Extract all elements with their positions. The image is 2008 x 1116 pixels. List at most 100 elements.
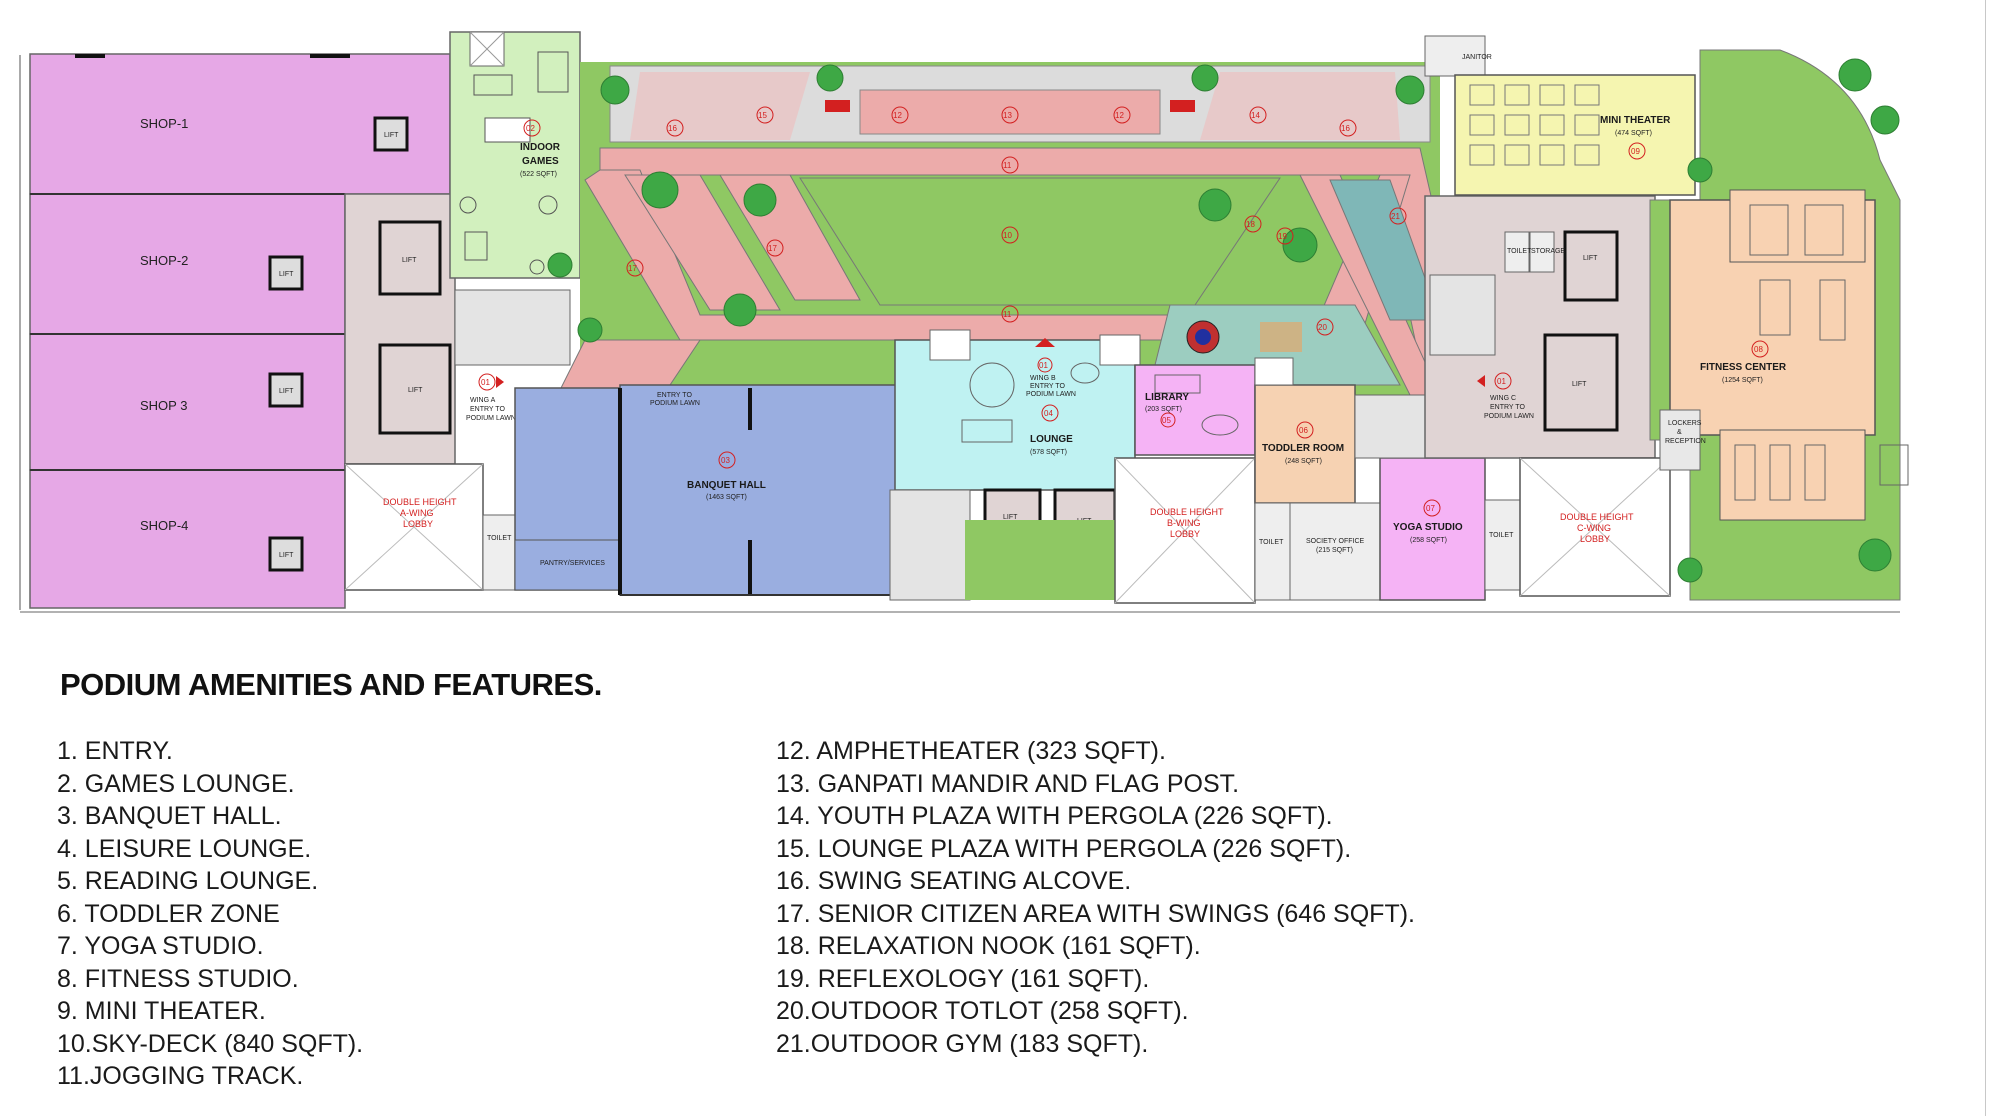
c-core-toilet: TOILET bbox=[1507, 248, 1532, 255]
library-num: 05 bbox=[1162, 416, 1171, 425]
track-num-1: 11 bbox=[1003, 161, 1012, 170]
track-num-2: 11 bbox=[1003, 310, 1012, 319]
banquet-entry-1: ENTRY TO bbox=[657, 392, 692, 399]
legend-item: 14. YOUTH PLAZA WITH PERGOLA (226 SQFT). bbox=[776, 802, 1333, 830]
theater-area: (474 SQFT) bbox=[1615, 130, 1652, 137]
shop-3-label: SHOP 3 bbox=[140, 398, 187, 413]
shop2-lift-label: LIFT bbox=[279, 271, 294, 278]
shop-2-label: SHOP-2 bbox=[140, 253, 188, 268]
wing-a-entry-1: WING A bbox=[470, 397, 496, 404]
youth-num: 14 bbox=[1251, 111, 1260, 120]
banquet-hall: PANTRY/SERVICES 03 BANQUET HALL (1463 SQ… bbox=[514, 384, 931, 596]
indoor-games-name-1: INDOOR bbox=[520, 142, 561, 153]
page-border bbox=[1985, 0, 1986, 1116]
legend-item: 11.JOGGING TRACK. bbox=[57, 1062, 304, 1090]
shop-1-label: SHOP-1 bbox=[140, 116, 188, 131]
theater-name: MINI THEATER bbox=[1600, 115, 1671, 126]
library-room: LIBRARY (203 SQFT) 05 bbox=[1134, 364, 1256, 456]
society-office: TOILET SOCIETY OFFICE (215 SQFT) bbox=[1254, 502, 1381, 601]
theater-num: 09 bbox=[1631, 147, 1640, 156]
lounge-area: (578 SQFT) bbox=[1030, 449, 1067, 456]
toddler-num: 06 bbox=[1299, 426, 1308, 435]
wing-c-entry-num: 01 bbox=[1497, 377, 1506, 386]
shop4-lift-label: LIFT bbox=[279, 552, 294, 559]
janitor-label: JANITOR bbox=[1462, 54, 1492, 61]
legend-item: 4. LEISURE LOUNGE. bbox=[57, 834, 312, 863]
mini-theater: JANITOR MINI THEATER (474 SQFT) 09 bbox=[1424, 35, 1696, 196]
legend-item: 3. BANQUET HALL. bbox=[57, 802, 282, 830]
c-wing-lobby-2: C-WING bbox=[1577, 523, 1611, 533]
legend-item: 5. READING LOUNGE. bbox=[57, 867, 319, 895]
gym-num: 21 bbox=[1391, 212, 1400, 221]
c-wing-lobby-1: DOUBLE HEIGHT bbox=[1560, 512, 1634, 522]
legend-item: 9. MINI THEATER. bbox=[57, 997, 266, 1025]
a-wing-lobby-3: LOBBY bbox=[403, 519, 433, 529]
c-core-lift-1: LIFT bbox=[1583, 255, 1598, 262]
legend-item: 1. ENTRY. bbox=[57, 737, 173, 765]
wing-a-entry-3: PODIUM LAWN bbox=[466, 415, 516, 422]
nook-num: 18 bbox=[1246, 220, 1255, 229]
legend-item: 20.OUTDOOR TOTLOT (258 SQFT). bbox=[776, 997, 1189, 1025]
wing-c-entry-1: WING C bbox=[1490, 395, 1516, 402]
banquet-num: 03 bbox=[721, 456, 730, 465]
legend-item: 6. TODDLER ZONE bbox=[57, 899, 280, 928]
lounge-room: 01 WING B ENTRY TO PODIUM LAWN 04 LOUNGE… bbox=[894, 329, 1141, 491]
legend-item: 18. RELAXATION NOOK (161 SQFT). bbox=[776, 932, 1201, 960]
swing-num-2: 16 bbox=[1341, 124, 1350, 133]
lockers-2: & bbox=[1677, 429, 1682, 436]
c-wing-lobby-3: LOBBY bbox=[1580, 534, 1610, 544]
banquet-name: BANQUET HALL bbox=[687, 480, 766, 491]
lounge-name: LOUNGE bbox=[1030, 434, 1073, 445]
b-wing-lobby-3: LOBBY bbox=[1170, 529, 1200, 539]
fitness-num: 08 bbox=[1754, 345, 1763, 354]
indoor-games-area: (522 SQFT) bbox=[520, 171, 557, 178]
totlot-num: 20 bbox=[1318, 323, 1327, 332]
a-wing-toilet: TOILET bbox=[487, 535, 512, 542]
indoor-games-name-2: GAMES bbox=[522, 156, 559, 167]
toddler-name: TODDLER ROOM bbox=[1262, 443, 1344, 454]
legend-item: 17. SENIOR CITIZEN AREA WITH SWINGS (646… bbox=[776, 899, 1415, 928]
library-area: (203 SQFT) bbox=[1145, 406, 1182, 413]
legend-item: 15. LOUNGE PLAZA WITH PERGOLA (226 SQFT)… bbox=[776, 834, 1352, 863]
b-wing-core: LIFT LIFT DOUBLE HEIGHT B-WING LOBBY bbox=[889, 457, 1256, 604]
shop1-lift-label: LIFT bbox=[384, 132, 399, 139]
legend-item: 12. AMPHETHEATER (323 SQFT). bbox=[776, 737, 1166, 765]
banquet-entry-2: PODIUM LAWN bbox=[650, 400, 700, 407]
yoga-area: (258 SQFT) bbox=[1410, 537, 1447, 544]
indoor-games-room: 02 INDOOR GAMES (522 SQFT) bbox=[449, 31, 581, 279]
yoga-name: YOGA STUDIO bbox=[1393, 522, 1463, 533]
toddler-room: 06 TODDLER ROOM (248 SQFT) bbox=[1254, 357, 1356, 504]
shop3-lift-label: LIFT bbox=[279, 388, 294, 395]
c-core-lift-2: LIFT bbox=[1572, 381, 1587, 388]
b-wing-lobby-1: DOUBLE HEIGHT bbox=[1150, 507, 1224, 517]
yoga-num: 07 bbox=[1426, 504, 1435, 513]
wing-b-entry-num: 01 bbox=[1039, 361, 1048, 370]
wing-b-entry-2: ENTRY TO bbox=[1030, 383, 1065, 390]
banquet-area: (1463 SQFT) bbox=[706, 494, 747, 501]
c-wing-toilet: TOILET bbox=[1489, 532, 1514, 539]
reflex-num: 19 bbox=[1278, 232, 1287, 241]
wing-b-entry-3: PODIUM LAWN bbox=[1026, 391, 1076, 398]
wing-c-entry-3: PODIUM LAWN bbox=[1484, 413, 1534, 420]
lockers-3: RECEPTION bbox=[1665, 438, 1706, 445]
b-wing-lobby-2: B-WING bbox=[1167, 518, 1201, 528]
legend-item: 16. SWING SEATING ALCOVE. bbox=[776, 867, 1132, 895]
library-name: LIBRARY bbox=[1145, 392, 1189, 403]
a-wing-lobby-2: A-WING bbox=[400, 508, 434, 518]
left-core: LIFT LIFT 01 WING A ENTRY TO PODIUM LAWN… bbox=[344, 193, 571, 591]
a-wing-lobby-1: DOUBLE HEIGHT bbox=[383, 497, 457, 507]
wing-a-entry-2: ENTRY TO bbox=[470, 406, 505, 413]
wing-b-entry-1: WING B bbox=[1030, 375, 1056, 382]
senior-num-1: 17 bbox=[628, 264, 637, 273]
mandir-num: 13 bbox=[1003, 111, 1012, 120]
legend-item: 2. GAMES LOUNGE. bbox=[57, 769, 295, 798]
yoga-studio: 07 YOGA STUDIO (258 SQFT) bbox=[1379, 457, 1486, 601]
fitness-area: (1254 SQFT) bbox=[1722, 377, 1763, 384]
plaza-num: 15 bbox=[758, 111, 767, 120]
amphi-num-1: 12 bbox=[893, 111, 902, 120]
podium-lawn: 11 10 11 12 13 12 15 14 16 16 17 17 18 1… bbox=[539, 62, 1481, 431]
legend-item: 8. FITNESS STUDIO. bbox=[57, 964, 299, 993]
pantry-label: PANTRY/SERVICES bbox=[540, 560, 605, 567]
shop-4-label: SHOP-4 bbox=[140, 518, 188, 533]
shops-block: LIFT LIFT LIFT LIFT SHOP-1 SHOP-2 SHOP 3… bbox=[29, 53, 451, 609]
